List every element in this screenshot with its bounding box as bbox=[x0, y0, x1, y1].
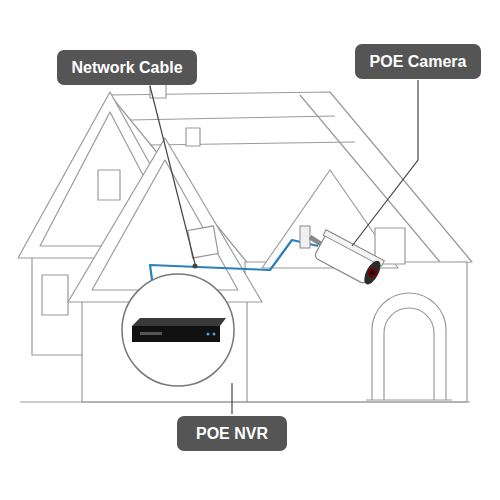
leader-dot bbox=[193, 264, 198, 269]
chimney bbox=[186, 128, 200, 146]
roof-line bbox=[150, 142, 355, 145]
callout-label: Network Cable bbox=[71, 59, 182, 77]
inset-circle bbox=[122, 274, 234, 386]
callout-label: POE Camera bbox=[370, 53, 467, 71]
callout-box: Network Cable bbox=[57, 50, 197, 85]
step bbox=[366, 399, 452, 400]
nvr-device bbox=[132, 318, 226, 342]
window bbox=[42, 275, 68, 315]
poe-camera bbox=[300, 226, 385, 288]
callout-box: POE Camera bbox=[355, 44, 481, 79]
gable-trim bbox=[92, 160, 238, 290]
wall bbox=[245, 262, 467, 402]
arch bbox=[372, 293, 446, 400]
callout-box: POE NVR bbox=[177, 416, 287, 451]
window bbox=[98, 170, 120, 200]
arch bbox=[384, 308, 434, 400]
ground-line bbox=[20, 401, 470, 402]
roof-line bbox=[130, 116, 335, 120]
leader-line bbox=[150, 86, 195, 264]
callout-label: POE NVR bbox=[196, 425, 268, 443]
leader-line bbox=[352, 80, 418, 246]
leader-line bbox=[231, 383, 232, 414]
